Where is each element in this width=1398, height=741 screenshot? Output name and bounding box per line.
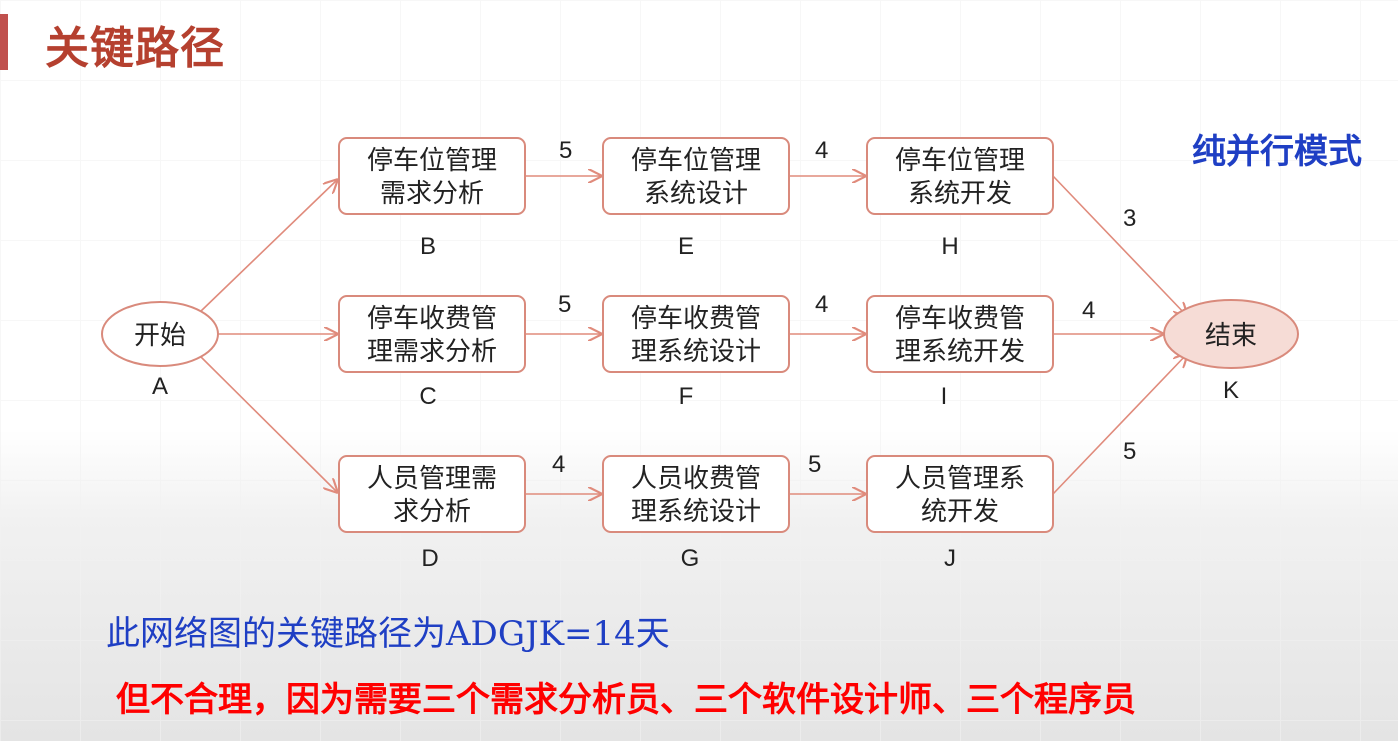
node-i-line1: 停车收费管 [895, 304, 1025, 334]
node-j-line2: 统开发 [921, 497, 999, 527]
node-i: 停车收费管 理系统开发 I [866, 295, 1054, 410]
node-a-letter: A [152, 373, 168, 400]
node-e-line1: 停车位管理 [631, 146, 761, 176]
node-e: 停车位管理 系统设计 E [602, 137, 790, 260]
node-g: 人员收费管 理系统设计 G [602, 455, 790, 572]
weight-b-e: 5 [559, 137, 572, 164]
node-d-line1: 人员管理需 [367, 464, 497, 494]
critical-path-conclusion: 此网络图的关键路径为ADGJK=14天 [106, 614, 670, 654]
weight-g-j: 5 [808, 451, 821, 478]
node-g-letter: G [681, 545, 700, 572]
node-e-letter: E [678, 233, 694, 260]
slide-title: 关键路径 [45, 23, 225, 74]
mode-label: 纯并行模式 [1192, 132, 1362, 172]
edge-h-k [1052, 175, 1187, 316]
node-b-line2: 需求分析 [380, 179, 484, 209]
edge-a-d [199, 355, 337, 492]
node-g-line2: 理系统设计 [631, 497, 761, 527]
node-a-label: 开始 [134, 321, 186, 351]
node-c: 停车收费管 理需求分析 C [338, 295, 526, 410]
node-h-letter: H [941, 233, 958, 260]
node-g-line1: 人员收费管 [631, 464, 761, 494]
node-h-line2: 系统开发 [908, 179, 1012, 209]
weight-j-k: 5 [1123, 438, 1136, 465]
node-i-line2: 理系统开发 [895, 337, 1025, 367]
node-f-line1: 停车收费管 [631, 304, 761, 334]
node-h: 停车位管理 系统开发 H [866, 137, 1054, 260]
node-j-letter: J [944, 545, 956, 572]
node-k: 结束 K [1163, 299, 1299, 404]
node-f: 停车收费管 理系统设计 F [602, 295, 790, 410]
weight-f-i: 4 [815, 291, 828, 318]
weight-h-k: 3 [1123, 205, 1136, 232]
title-accent-bar [0, 14, 8, 70]
edge-a-b [199, 180, 337, 313]
node-b-line1: 停车位管理 [367, 146, 497, 176]
node-h-line1: 停车位管理 [895, 146, 1025, 176]
node-a: 开始 A [101, 301, 219, 400]
edge-j-k [1052, 354, 1187, 495]
weight-c-f: 5 [558, 291, 571, 318]
node-f-letter: F [679, 383, 694, 410]
node-f-line2: 理系统设计 [631, 337, 761, 367]
node-j-line1: 人员管理系 [895, 464, 1025, 494]
node-c-line1: 停车收费管 [367, 304, 497, 334]
node-k-label: 结束 [1205, 321, 1257, 351]
weight-d-g: 4 [552, 451, 565, 478]
node-d-letter: D [421, 545, 438, 572]
node-d-line2: 求分析 [393, 497, 471, 527]
node-b-letter: B [420, 233, 436, 260]
critical-path-note: 但不合理，因为需要三个需求分析员、三个软件设计师、三个程序员 [116, 680, 1136, 720]
node-e-line2: 系统设计 [644, 179, 748, 209]
node-k-letter: K [1223, 377, 1239, 404]
node-c-line2: 理需求分析 [367, 337, 497, 367]
weight-e-h: 4 [815, 137, 828, 164]
node-b: 停车位管理 需求分析 B [338, 137, 526, 260]
node-c-letter: C [419, 383, 436, 410]
node-d: 人员管理需 求分析 D [338, 455, 526, 572]
node-j: 人员管理系 统开发 J [866, 455, 1054, 572]
node-i-letter: I [941, 383, 948, 410]
weight-i-k: 4 [1082, 297, 1095, 324]
